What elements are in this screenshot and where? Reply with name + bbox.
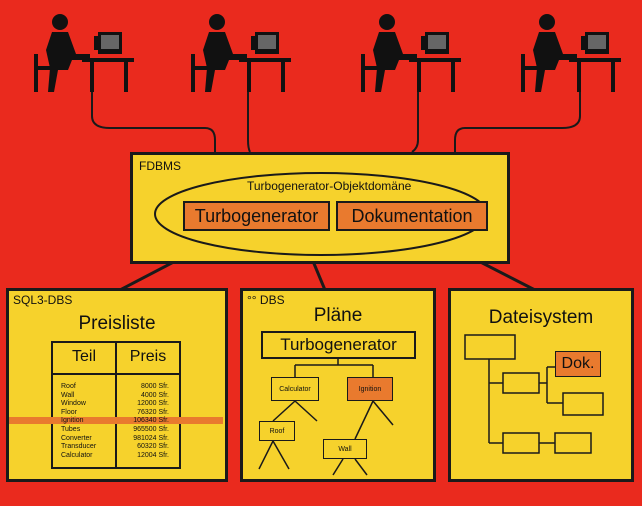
dateisystem-title: Dateisystem	[488, 307, 594, 328]
roof-node: Roof	[259, 421, 295, 441]
table-cell-teil: Transducer	[61, 443, 97, 451]
fdbms-box: FDBMS Turbogenerator-Objektdomäne Turbog…	[130, 152, 510, 264]
table-cell-preis: 106340 Sfr.	[133, 417, 169, 425]
table-cell-preis: 965500 Sfr.	[133, 426, 169, 433]
plaene-title: Pläne	[313, 305, 363, 326]
dateisystem-box: Dateisystem Dok.	[448, 288, 634, 482]
table-cell-preis: 4000 Sfr.	[140, 391, 169, 399]
filesystem-tree	[464, 334, 604, 454]
table-cell-preis: 12004 Sfr.	[137, 451, 169, 459]
column-header-preis: Preis	[129, 348, 167, 365]
plans-root-node: Turbogenerator	[261, 331, 416, 359]
oodbs-label: °° DBS	[247, 293, 285, 307]
table-cell-preis: 60320 Sfr.	[137, 443, 169, 451]
user-at-computer-icon	[521, 14, 621, 92]
user-at-computer-icon	[191, 14, 291, 92]
cable-user-3	[411, 92, 419, 153]
user-at-computer-icon	[361, 14, 461, 92]
calculator-node: Calculator	[271, 377, 319, 401]
table-cell-preis: 8000 Sfr.	[140, 383, 169, 390]
table-cell-preis: 12000 Sfr.	[137, 400, 169, 408]
table-cell-teil: Floor	[61, 408, 77, 416]
cable-user-1	[91, 92, 216, 152]
dokumentation-node: Dokumentation	[336, 201, 488, 231]
column-header-teil: Teil	[71, 348, 96, 365]
highlight-row-bar	[9, 417, 223, 425]
table-cell-teil: Tubes	[61, 426, 81, 433]
table-cell-teil: Calculator	[61, 451, 93, 459]
table-cell-teil: Wall	[61, 391, 75, 399]
plan-tree-lines	[258, 357, 394, 476]
cable-user-4	[454, 92, 581, 152]
object-domain-label: Turbogenerator-Objektdomäne	[247, 179, 412, 193]
dok-file-node: Dok.	[555, 351, 601, 377]
sql3-dbs-box: SQL3-DBS Preisliste Teil Preis Roof 8000 …	[6, 288, 228, 482]
preisliste-title: Preisliste	[78, 313, 156, 334]
cable-user-2	[247, 92, 251, 153]
wall-node: Wall	[323, 439, 367, 459]
table-cell-preis: 981024 Sfr.	[133, 434, 169, 442]
turbogenerator-node: Turbogenerator	[183, 201, 330, 231]
table-cell-teil: Roof	[61, 383, 76, 390]
ignition-node: Ignition	[347, 377, 393, 401]
sql3-dbs-label: SQL3-DBS	[13, 293, 73, 307]
fdbms-label: FDBMS	[139, 159, 181, 173]
table-cell-preis: 76320 Sfr.	[137, 408, 169, 416]
table-cell-teil: Window	[61, 400, 86, 408]
table-cell-teil: Ignition	[61, 417, 84, 425]
oodbs-box: °° DBS Pläne Turbogenerator Calculator I…	[240, 288, 436, 482]
table-cell-teil: Converter	[61, 434, 92, 442]
price-table: Teil Preis Roof 8000 Sfr. Wall 4000 Sfr. Win…	[9, 341, 223, 469]
user-at-computer-icon	[34, 14, 134, 92]
